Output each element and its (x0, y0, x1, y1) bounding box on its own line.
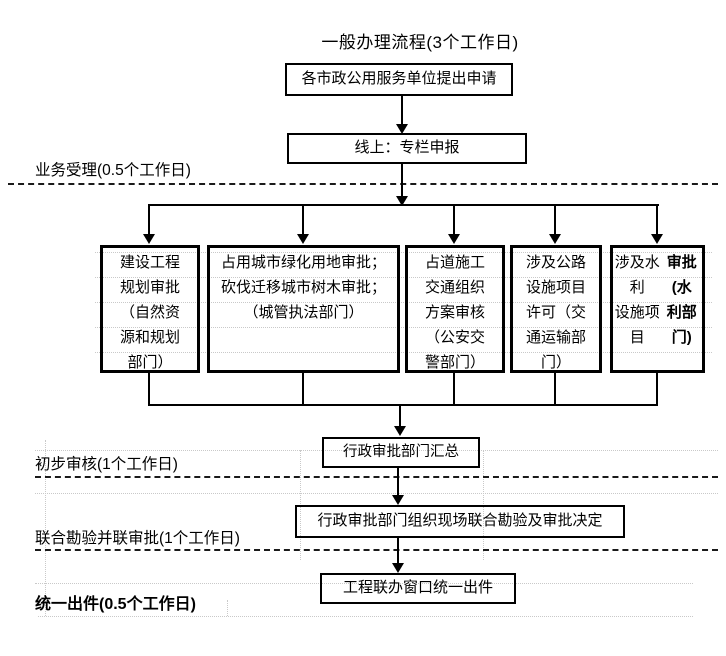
inspection-box: 行政审批部门组织现场联合勘验及审批决定 (295, 505, 625, 538)
dept-box-highway: 涉及公路 设施项目 许可（交 通运输部 门） (510, 245, 602, 373)
arrowhead-icon (392, 495, 404, 505)
stage-label-unified-output: 统一出件(0.5个工作日) (35, 596, 196, 613)
gridline (45, 440, 46, 616)
connector-inspection-output (397, 538, 399, 563)
arrowhead-icon (651, 234, 663, 244)
dept-box-water-label: 涉及水利 设施项目 (614, 254, 660, 346)
summary-box: 行政审批部门汇总 (322, 437, 480, 468)
output-box: 工程联办窗口统一出件 (320, 573, 516, 604)
merge-connector (148, 373, 150, 406)
arrowhead-icon (392, 563, 404, 573)
connector-online-split (401, 164, 403, 197)
branch-connector (656, 204, 658, 234)
arrowhead-icon (396, 196, 408, 206)
gridline (95, 302, 712, 303)
arrowhead-icon (448, 234, 460, 244)
dept-box-greening: 占用城市绿化用地审批； 砍伐迁移城市树木审批； （城管执法部门） (207, 245, 400, 373)
gridline (35, 450, 718, 451)
merge-bar (148, 404, 658, 406)
connector-merge-summary (399, 404, 401, 426)
merge-connector (554, 373, 556, 406)
page-title: 一般办理流程(3个工作日) (321, 33, 519, 52)
gridline (38, 616, 693, 617)
gridline (95, 327, 712, 328)
merge-connector (656, 373, 658, 406)
arrowhead-icon (297, 234, 309, 244)
gridline (227, 600, 228, 616)
branch-connector (148, 204, 150, 234)
branch-connector (453, 204, 455, 234)
online-box: 线上：专栏申报 (287, 133, 527, 164)
stage-label-joint-approval: 联合勘验并联审批(1个工作日) (35, 530, 240, 547)
connector-summary-inspection (397, 468, 399, 495)
merge-connector (453, 373, 455, 406)
connector-apply-online (401, 96, 403, 124)
stage-label-acceptance: 业务受理(0.5个工作日) (35, 162, 191, 179)
apply-box: 各市政公用服务单位提出申请 (285, 63, 513, 96)
branch-connector (302, 204, 304, 234)
dept-box-planning: 建设工程 规划审批 （自然资 源和规划 部门） (100, 245, 200, 373)
branch-connector (554, 204, 556, 234)
stage-label-review: 初步审核(1个工作日) (35, 456, 178, 473)
gridline (35, 583, 693, 584)
split-bar (148, 204, 659, 206)
stage-divider-3 (35, 549, 718, 551)
arrowhead-icon (394, 426, 406, 436)
stage-divider-2 (35, 476, 718, 478)
gridline (95, 277, 712, 278)
gridline (95, 352, 712, 353)
dept-box-traffic: 占道施工 交通组织 方案审核 （公安交 警部门） (405, 245, 505, 373)
gridline (95, 252, 712, 253)
arrowhead-icon (143, 234, 155, 244)
dept-box-water-label-bold: 审批(水 利部门) (666, 254, 697, 346)
merge-connector (302, 373, 304, 406)
gridline (35, 493, 718, 494)
dept-box-water: 涉及水利 设施项目 审批(水 利部门) (610, 245, 705, 373)
stage-divider-1 (8, 183, 718, 185)
arrowhead-icon (396, 124, 408, 134)
arrowhead-icon (549, 234, 561, 244)
